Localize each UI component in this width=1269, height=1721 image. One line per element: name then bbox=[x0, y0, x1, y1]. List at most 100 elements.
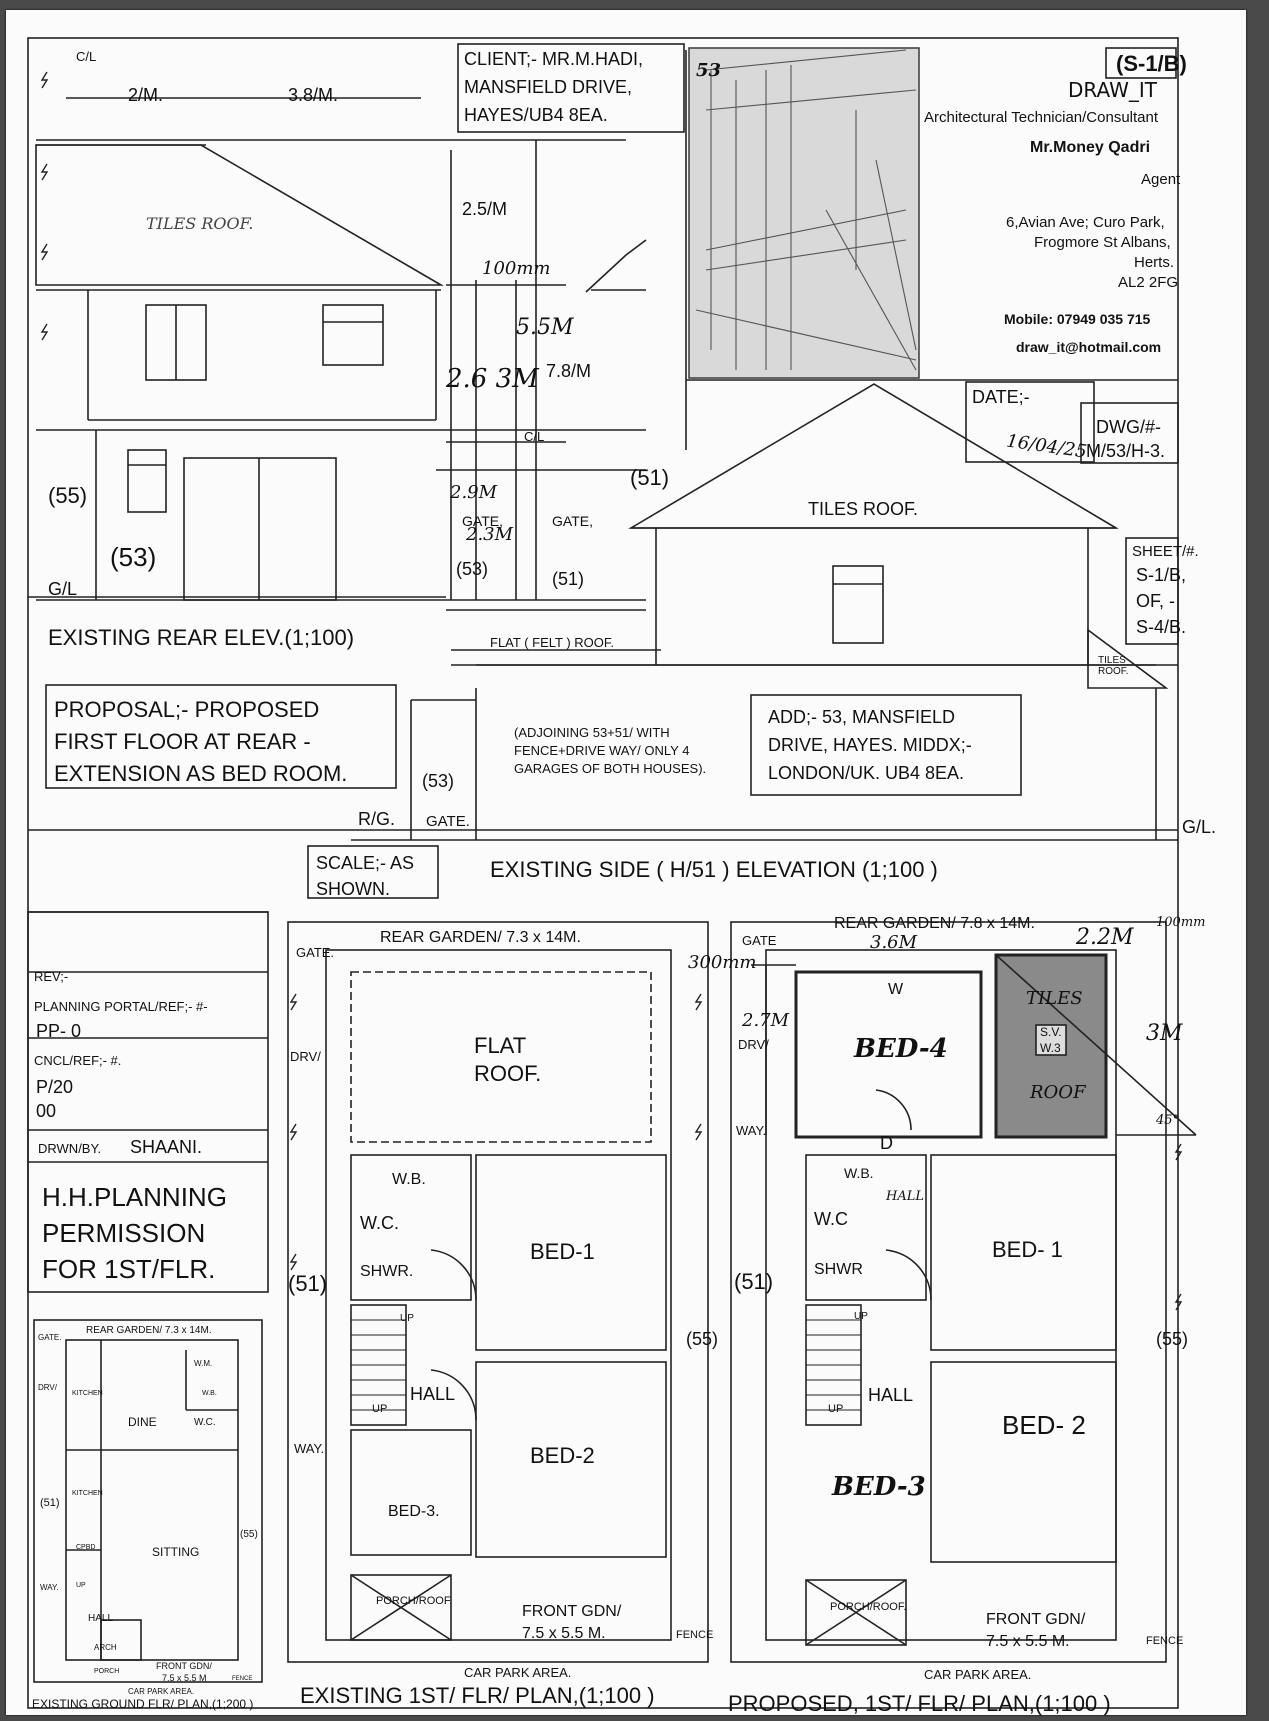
side-roof-label: TILES ROOF. bbox=[808, 499, 919, 519]
prop-dim-45deg: 45° bbox=[1156, 1113, 1180, 1128]
rear-dim-2m: 2/M. bbox=[128, 85, 164, 105]
rear-dim-cl: C/L bbox=[76, 49, 97, 64]
dwg-value: M/53/H-3. bbox=[1086, 441, 1166, 461]
rear-dim-7-8m: 7.8/M bbox=[546, 361, 592, 381]
exist-rear-garden: REAR GARDEN/ 7.3 x 14M. bbox=[380, 929, 581, 946]
ground-up: UP bbox=[76, 1582, 86, 1589]
rear-dim-100mm: 100mm bbox=[482, 258, 551, 279]
prop-car-park: CAR PARK AREA. bbox=[924, 1667, 1032, 1682]
adjoining-line-2: FENCE+DRIVE WAY/ ONLY 4 bbox=[514, 743, 690, 758]
exist-shwr: SHWR. bbox=[360, 1263, 414, 1280]
exist-up-1: UP bbox=[400, 1313, 414, 1324]
exist-hall: HALL bbox=[410, 1384, 456, 1404]
prop-hall-upper: HALL bbox=[886, 1189, 924, 1204]
address-side-2: DRIVE, HAYES. MIDDX;- bbox=[768, 735, 972, 755]
prop-shwr: SHWR bbox=[814, 1261, 863, 1278]
prop-bed-2: BED- 2 bbox=[1002, 1410, 1086, 1440]
exist-car-park: CAR PARK AREA. bbox=[464, 1665, 572, 1680]
prop-dim-3-6m: 3.6M bbox=[870, 932, 918, 953]
side-label-rg: R/G. bbox=[358, 809, 396, 829]
prop-window-w: W bbox=[888, 981, 904, 998]
side-label-53: (53) bbox=[422, 771, 455, 791]
ground-porch: PORCH bbox=[94, 1668, 120, 1675]
ground-plan-title: EXISTING GROUND FLR/ PLAN,(1;200 ) bbox=[32, 1697, 254, 1711]
rear-gate-2-num: (51) bbox=[552, 569, 585, 589]
exist-bed-2: BED-2 bbox=[530, 1443, 595, 1468]
prop-front-dims: 7.5 x 5.5 M. bbox=[986, 1633, 1070, 1650]
exist-flat: FLAT bbox=[474, 1033, 527, 1058]
prop-fence: FENCE bbox=[1146, 1635, 1184, 1647]
rear-dim-2-3m: 2.3M bbox=[466, 524, 514, 545]
permission-line-1: H.H.PLANNING bbox=[42, 1182, 227, 1212]
client-line-3: HAYES/UB4 8EA. bbox=[464, 105, 608, 125]
dwg-label: DWG/#- bbox=[1096, 417, 1161, 437]
agency-role: Architectural Technician/Consultant bbox=[924, 109, 1159, 126]
prop-bed-3: BED-3 bbox=[832, 1472, 926, 1502]
ground-cpbd: CPBD bbox=[76, 1544, 96, 1551]
prop-55: (55) bbox=[1156, 1329, 1189, 1349]
rear-dim-5-5m: 5.5M bbox=[516, 315, 574, 340]
rear-elevation-title: EXISTING REAR ELEV.(1;100) bbox=[48, 625, 355, 650]
ground-front-gdn: FRONT GDN/ bbox=[156, 1661, 212, 1671]
planning-portal-label: PLANNING PORTAL/REF;- #- bbox=[34, 999, 208, 1014]
exist-55: (55) bbox=[686, 1329, 719, 1349]
prop-wc: W.C bbox=[814, 1209, 848, 1229]
side-elevation-title: EXISTING SIDE ( H/51 ) ELEVATION (1;100 … bbox=[490, 857, 938, 882]
address-line-1: 6,Avian Ave; Curo Park, bbox=[1006, 214, 1165, 231]
prop-dim-100mm: 100mm bbox=[1156, 915, 1206, 930]
client-line-1: CLIENT;- MR.M.HADI, bbox=[464, 49, 644, 69]
rear-label-55: (55) bbox=[48, 483, 88, 508]
prop-51: (51) bbox=[734, 1269, 774, 1294]
address-side-3: LONDON/UK. UB4 8EA. bbox=[768, 763, 965, 783]
side-label-gl: G/L. bbox=[1182, 817, 1217, 837]
exist-porch: PORCH/ROOF. bbox=[376, 1595, 453, 1607]
ground-fence: FENCE bbox=[232, 1676, 253, 1682]
rear-label-51: (51) bbox=[630, 465, 670, 490]
side-label-gate: GATE. bbox=[426, 813, 470, 830]
drawn-by: SHAANI. bbox=[130, 1137, 203, 1157]
drawn-by-label: DRWN/BY. bbox=[38, 1141, 102, 1156]
ground-hall: HALL bbox=[88, 1613, 114, 1624]
rear-dim-2-5m: 2.5/M bbox=[462, 199, 508, 219]
client-line-2: MANSFIELD DRIVE, bbox=[464, 77, 633, 97]
sheet-line-1: S-1/B, bbox=[1136, 565, 1187, 585]
prop-door-d: D bbox=[880, 1133, 893, 1153]
address-line-3: Herts. bbox=[1134, 254, 1175, 271]
agent-name: Mr.Money Qadri bbox=[1030, 139, 1151, 156]
exist-front-dims: 7.5 x 5.5 M. bbox=[522, 1625, 606, 1642]
sheet-label: SHEET/#. bbox=[1132, 543, 1199, 560]
rear-gate-1: GATE, bbox=[462, 513, 503, 529]
prop-rear-garden: REAR GARDEN/ 7.8 x 14M. bbox=[834, 915, 1035, 932]
ground-arch: ARCH bbox=[94, 1643, 117, 1652]
ground-wc: W.C. bbox=[194, 1417, 216, 1428]
rear-gate-2: GATE, bbox=[552, 513, 593, 529]
side-small-roof: TILES ROOF. bbox=[1098, 655, 1129, 677]
exist-51: (51) bbox=[288, 1271, 328, 1296]
ground-rear-garden: REAR GARDEN/ 7.3 x 14M. bbox=[86, 1325, 212, 1336]
agent-mobile: Mobile: 07949 035 715 bbox=[1004, 311, 1151, 327]
prop-way-1: WAY. bbox=[736, 1123, 767, 1138]
scale-line-2: SHOWN. bbox=[316, 879, 390, 899]
prop-sv: S.V. bbox=[1040, 1025, 1062, 1039]
prop-dim-300mm: 300mm bbox=[688, 952, 757, 973]
prop-porch: PORCH/ROOF. bbox=[830, 1601, 907, 1613]
ground-front-dims: 7.5 x 5.5 M bbox=[162, 1673, 207, 1683]
proposed-first-plan-title: PROPOSED, 1ST/ FLR/ PLAN,(1;100 ) bbox=[728, 1691, 1111, 1716]
prop-tiles: TILES bbox=[1026, 988, 1083, 1009]
rev-label: REV;- bbox=[34, 969, 69, 984]
prop-w3: W.3 bbox=[1040, 1041, 1061, 1055]
address-line-4: AL2 2FG bbox=[1118, 274, 1179, 291]
exist-wb: W.B. bbox=[392, 1171, 426, 1188]
prop-up-1: UP bbox=[854, 1311, 868, 1322]
rear-dim-2-63m: 2.6 3M bbox=[446, 364, 539, 394]
exist-drv: DRV/ bbox=[290, 1049, 321, 1064]
rear-label-53: (53) bbox=[110, 542, 157, 572]
sheet-line-2: OF, - bbox=[1136, 591, 1175, 611]
exist-up-2: UP bbox=[372, 1403, 388, 1415]
exist-way: WAY. bbox=[294, 1441, 325, 1456]
prop-gate: GATE bbox=[742, 933, 777, 948]
rear-dim-cl-2: C/L bbox=[524, 429, 545, 444]
prop-roof: ROOF bbox=[1030, 1082, 1086, 1103]
adjoining-line-3: GARAGES OF BOTH HOUSES). bbox=[514, 761, 707, 776]
exist-gate: GATE. bbox=[296, 945, 335, 960]
